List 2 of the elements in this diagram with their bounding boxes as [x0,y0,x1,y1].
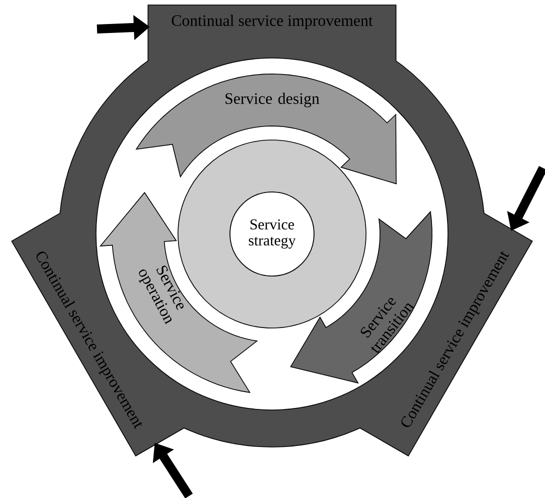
tab-box: Continual service improvement [148,4,396,62]
node-label: Continual service improvement [172,14,373,30]
